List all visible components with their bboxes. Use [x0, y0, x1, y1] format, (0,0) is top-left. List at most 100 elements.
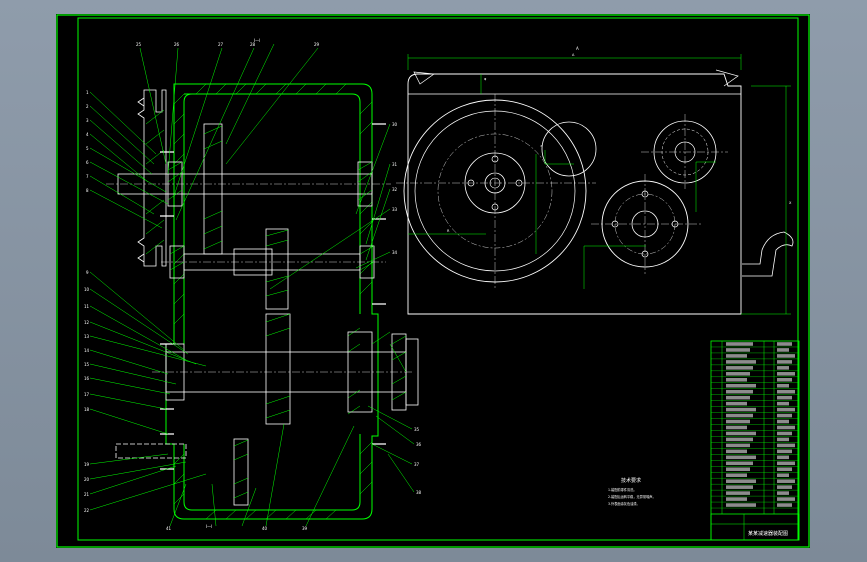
- pulley-hatch: [145, 109, 165, 255]
- svg-text:7: 7: [86, 174, 89, 179]
- leaders-right: [169, 123, 415, 527]
- svg-text:22: 22: [84, 508, 90, 513]
- lifting-lug-left: [413, 71, 435, 85]
- svg-text:A: A: [572, 53, 575, 57]
- large-wheel-rim: [414, 110, 576, 272]
- housing-outline: [165, 83, 379, 520]
- tech-requirements: 技术要求 1.装配前零件清洗。 2.装配后运转平稳，无异常噪声。 3.外表面涂灰…: [608, 477, 656, 506]
- parts-list-rows: [711, 342, 799, 509]
- svg-text:40: 40: [262, 526, 268, 531]
- section-mark: I—I: [254, 38, 260, 43]
- inner-border: [77, 17, 799, 541]
- parts-list-entry-material: [777, 377, 792, 382]
- svg-text:11: 11: [84, 304, 90, 309]
- parts-list-entry: [726, 372, 750, 376]
- parts-list-entry: [726, 485, 753, 489]
- title-block-name: 某某减速器装配图: [748, 530, 788, 537]
- svg-text:14: 14: [84, 348, 90, 353]
- svg-text:28: 28: [250, 42, 256, 47]
- svg-text:4: 4: [86, 132, 89, 137]
- svg-text:φ: φ: [484, 77, 487, 81]
- dimension-lines: [407, 54, 791, 315]
- leaders-left: [89, 91, 207, 511]
- svg-text:20: 20: [84, 477, 90, 482]
- parts-list-entry-material: [777, 360, 792, 364]
- svg-text:36: 36: [416, 442, 422, 447]
- parts-list-entry: [726, 413, 753, 418]
- svg-text:38: 38: [416, 490, 422, 495]
- title-block-frame: [710, 513, 800, 541]
- parts-list-entry: [726, 449, 747, 454]
- svg-text:5: 5: [86, 146, 89, 151]
- tech-req-1: 1.装配前零件清洗。: [608, 487, 637, 492]
- svg-text:41: 41: [166, 526, 172, 531]
- parts-list-entry: [726, 395, 750, 400]
- svg-text:13: 13: [84, 334, 90, 339]
- svg-text:30: 30: [392, 122, 398, 127]
- parts-list-entry: [726, 366, 753, 370]
- gear-3: [265, 313, 291, 425]
- parts-list-entry-material: [777, 383, 789, 388]
- parts-list-entry: [726, 377, 747, 382]
- parts-list-entry-material: [777, 407, 795, 412]
- svg-text:35: 35: [414, 427, 420, 432]
- bearing-2-hatch: [169, 245, 375, 271]
- svg-text:26: 26: [174, 42, 180, 47]
- svg-text:17: 17: [84, 392, 90, 397]
- parts-list-entry: [726, 473, 747, 478]
- parts-list-entry: [726, 467, 750, 472]
- svg-text:27: 27: [218, 42, 224, 47]
- parts-list-entry-material: [777, 419, 789, 424]
- pinion-1-hatch: [203, 125, 223, 250]
- pinion-1: [203, 123, 223, 255]
- parts-list-entry-material: [777, 395, 792, 400]
- svg-text:R: R: [447, 229, 450, 233]
- tech-req-2: 2.装配后运转平稳，无异常噪声。: [608, 494, 656, 499]
- parts-list-entry-material: [777, 485, 792, 489]
- svg-text:21: 21: [84, 492, 90, 497]
- section-mark-bottom: I—I: [206, 524, 212, 529]
- bearing-1-hatch: [167, 161, 373, 201]
- crank-handle: [742, 231, 794, 277]
- svg-text:33: 33: [392, 207, 398, 212]
- tech-req-3: 3.外表面涂灰色油漆。: [608, 501, 640, 506]
- parts-list-entry-material: [777, 473, 789, 478]
- parts-list-entry-material: [777, 467, 792, 472]
- parts-list-entry: [726, 342, 753, 346]
- wall-hatch-left: [173, 93, 185, 505]
- svg-text:X: X: [789, 201, 792, 205]
- parts-list-entry: [726, 419, 750, 424]
- bearing-3b: [347, 331, 373, 413]
- svg-text:15: 15: [84, 362, 90, 367]
- dimension-texts: A φ × R X: [447, 53, 792, 233]
- svg-text:19: 19: [84, 462, 90, 467]
- svg-text:12: 12: [84, 320, 90, 325]
- parts-list-entry-material: [777, 437, 789, 442]
- parts-list-entry: [726, 354, 747, 358]
- parts-list-entry-material: [777, 348, 789, 352]
- parts-list-entry-material: [777, 431, 792, 436]
- parts-list-entry-material: [777, 425, 795, 430]
- tech-req-title: 技术要求: [621, 477, 641, 484]
- parts-list-entry-material: [777, 372, 795, 376]
- bearing-1a: [167, 161, 183, 207]
- parts-list-entry: [726, 431, 756, 436]
- parts-list-entry: [726, 425, 747, 430]
- parts-list-entry-material: [777, 461, 795, 466]
- gear-4: [233, 438, 249, 506]
- parts-list-entry: [726, 383, 756, 388]
- svg-text:18: 18: [84, 407, 90, 412]
- side-view: A φ × R X: [396, 53, 794, 315]
- parts-list-entry: [726, 437, 753, 442]
- svg-text:39: 39: [302, 526, 308, 531]
- svg-text:3: 3: [86, 118, 89, 123]
- svg-text:32: 32: [392, 187, 398, 192]
- bolts: [160, 123, 386, 470]
- svg-text:1: 1: [86, 90, 89, 95]
- parts-list-entry: [726, 461, 753, 466]
- parts-list-entry-material: [777, 455, 789, 460]
- parts-list-entry-material: [777, 497, 795, 501]
